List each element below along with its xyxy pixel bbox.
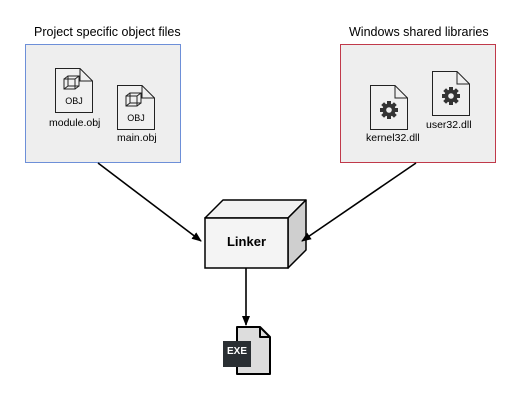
project-group-title: Project specific object files — [34, 25, 181, 39]
kernel32-dll-label: kernel32.dll — [366, 132, 420, 144]
main-obj-icon — [117, 85, 155, 130]
module-obj-icon — [55, 68, 93, 113]
gear-icon — [380, 101, 398, 119]
arrow-libraries-to-linker — [301, 162, 417, 242]
exe-file-icon — [223, 326, 271, 375]
main-obj-badge: OBJ — [127, 113, 145, 123]
module-obj-label: module.obj — [49, 117, 101, 129]
kernel32-dll-icon — [370, 85, 408, 130]
arrow-project-to-linker — [97, 162, 202, 242]
module-obj-badge: OBJ — [65, 96, 83, 106]
user32-dll-label: user32.dll — [426, 119, 472, 131]
windows-group-title: Windows shared libraries — [349, 25, 489, 39]
linker-box — [204, 199, 307, 269]
exe-badge: EXE — [226, 346, 247, 357]
gear-icon — [442, 87, 460, 105]
main-obj-label: main.obj — [117, 132, 157, 144]
linker-label: Linker — [226, 234, 266, 249]
user32-dll-icon — [432, 71, 470, 116]
